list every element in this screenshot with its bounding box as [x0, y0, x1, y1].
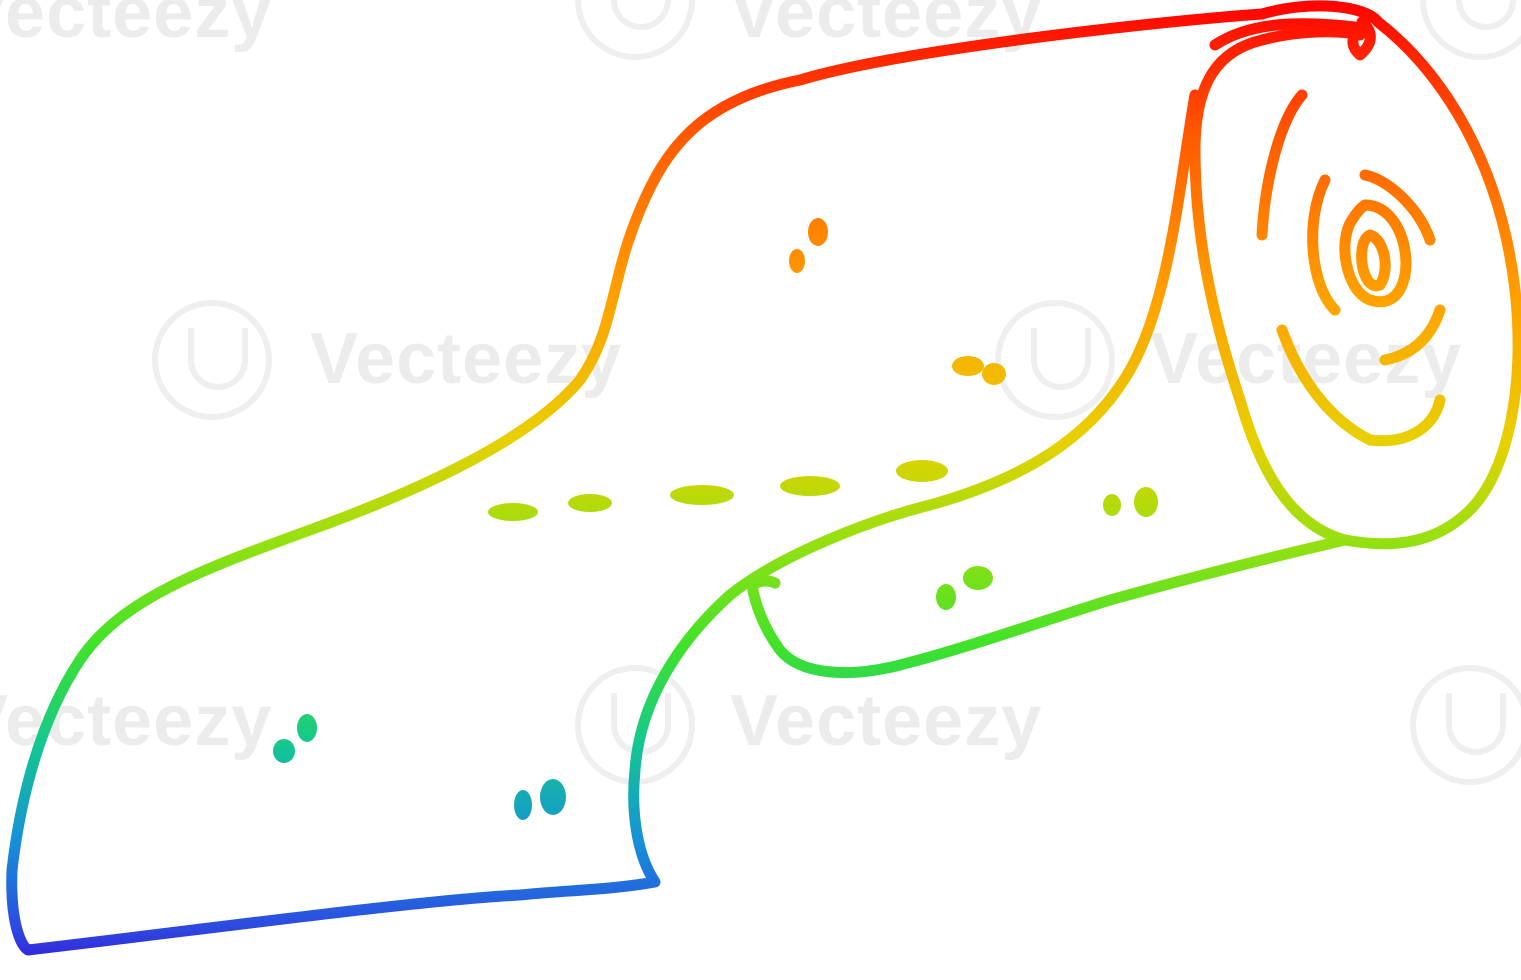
- roll-ring-middle-arc: [1307, 174, 1341, 316]
- watermark-logo-icon: [152, 300, 272, 420]
- roll-top-edge: [1209, 18, 1368, 51]
- perforation-dash: [568, 494, 612, 512]
- texture-mark: [514, 790, 532, 820]
- texture-mark: [1134, 487, 1158, 517]
- perforation-dash: [780, 476, 840, 496]
- texture-mark: [982, 363, 1006, 385]
- texture-mark: [297, 714, 317, 742]
- roll-ring-outer-arc: [1276, 324, 1446, 447]
- texture-mark: [273, 739, 295, 763]
- texture-mark: [540, 779, 566, 815]
- texture-mark: [789, 249, 805, 273]
- roll-ring-middle-arc: [1379, 304, 1446, 366]
- perforation-dash: [896, 460, 948, 482]
- roll-end-outline: [1189, 0, 1521, 550]
- roll-ring-inner: [1339, 199, 1412, 308]
- watermark-logo-icon: [995, 300, 1115, 420]
- perforation-dash: [670, 485, 734, 505]
- towel-sheet-outline: [6, 8, 1268, 956]
- texture-mark: [1103, 494, 1121, 516]
- texture-mark: [808, 218, 828, 246]
- roll-top-seam: [1347, 16, 1376, 61]
- roll-ring-core: [1356, 229, 1391, 292]
- roll-ring-middle-arc: [1359, 169, 1436, 246]
- watermark-logo-icon: [1410, 665, 1521, 785]
- texture-mark: [936, 584, 956, 610]
- perforation-dash: [488, 503, 538, 521]
- watermark-text: Vecteezy: [730, 681, 1043, 761]
- roll-bottom-edge: [746, 534, 1351, 678]
- roll-ring-outer-arc: [1256, 89, 1308, 241]
- texture-mark: [952, 356, 984, 376]
- watermark-text: Vecteezy: [0, 0, 273, 53]
- texture-mark: [963, 566, 993, 590]
